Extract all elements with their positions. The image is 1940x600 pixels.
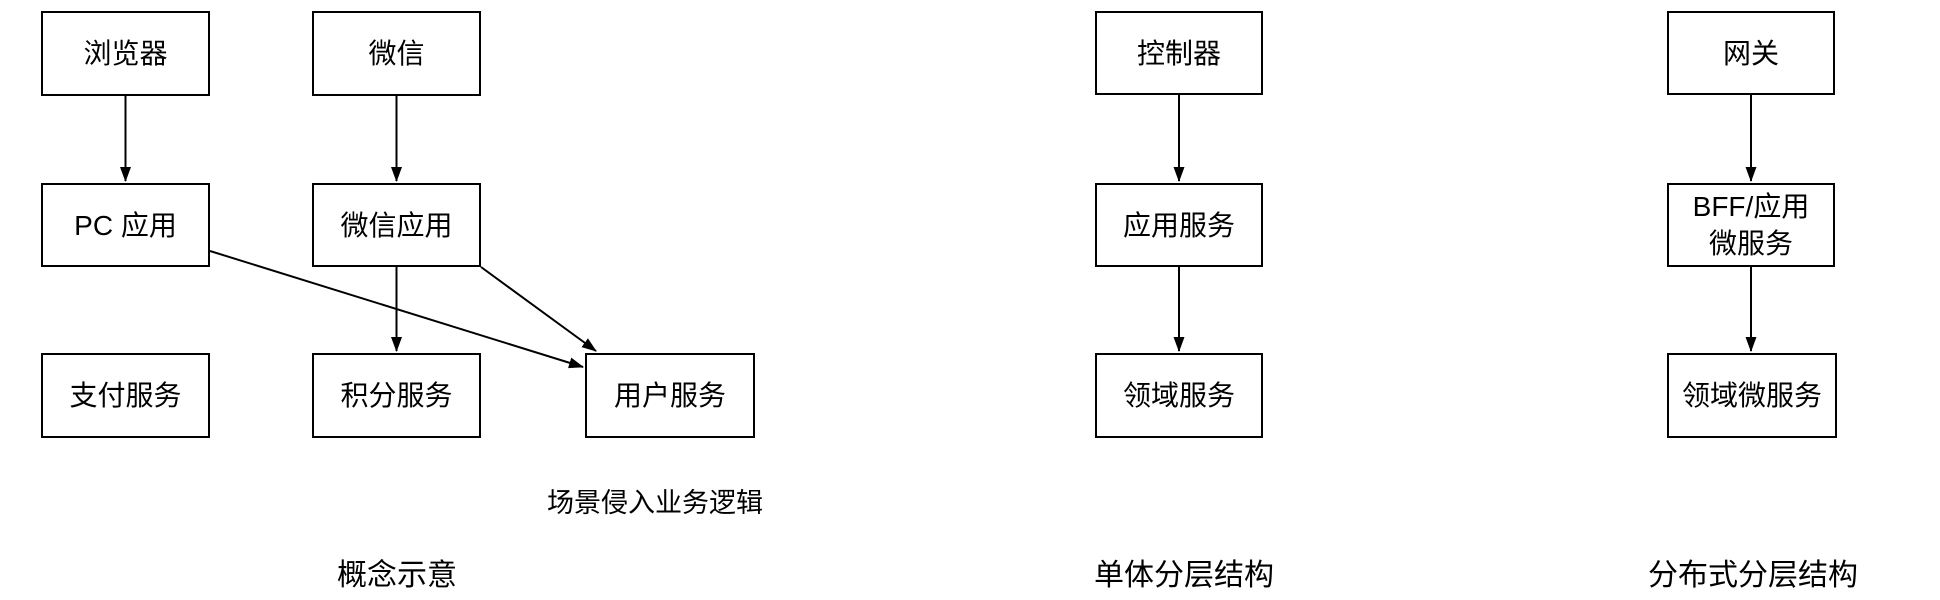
node-domain-service: 领域服务 [1095, 353, 1263, 438]
scenario-annotation: 场景侵入业务逻辑 [547, 488, 763, 518]
node-browser: 浏览器 [41, 11, 210, 96]
node-bff-label-line1: BFF/应用 [1692, 191, 1810, 222]
node-wechat-app-label: 微信应用 [340, 209, 453, 241]
node-app-service-label: 应用服务 [1122, 209, 1235, 241]
caption-concept: 概念示意 [337, 559, 457, 592]
node-wechat-label: 微信 [368, 38, 425, 69]
node-bff-app-microservice: BFF/应用 微服务 [1667, 183, 1835, 267]
node-points-service-label: 积分服务 [340, 380, 453, 411]
node-user-service: 用户服务 [585, 353, 755, 438]
node-gateway: 网关 [1667, 11, 1835, 95]
caption-distributed: 分布式分层结构 [1648, 559, 1858, 592]
node-domain-microservice-label: 领域微服务 [1681, 380, 1822, 411]
node-wechat-app: 微信应用 [312, 183, 481, 267]
arrow-wechat-app-to-user-service [480, 266, 597, 352]
node-points-service: 积分服务 [312, 353, 481, 438]
node-domain-service-label: 领域服务 [1122, 380, 1235, 411]
node-payment-service-label: 支付服务 [69, 380, 182, 411]
node-user-service-label: 用户服务 [613, 380, 726, 411]
node-gateway-label: 网关 [1722, 37, 1779, 69]
node-controller-label: 控制器 [1136, 37, 1221, 69]
node-controller: 控制器 [1095, 11, 1263, 95]
node-bff-label-line2: 微服务 [1708, 228, 1793, 259]
node-domain-microservice: 领域微服务 [1667, 353, 1837, 438]
node-payment-service: 支付服务 [41, 353, 210, 438]
node-pc-app: PC 应用 [41, 183, 210, 267]
node-pc-app-label: PC 应用 [74, 209, 177, 241]
node-app-service: 应用服务 [1095, 183, 1263, 267]
node-wechat: 微信 [312, 11, 481, 96]
arrow-pc-app-to-user-service [209, 250, 584, 369]
caption-monolith: 单体分层结构 [1094, 559, 1274, 592]
node-browser-label: 浏览器 [83, 38, 168, 69]
